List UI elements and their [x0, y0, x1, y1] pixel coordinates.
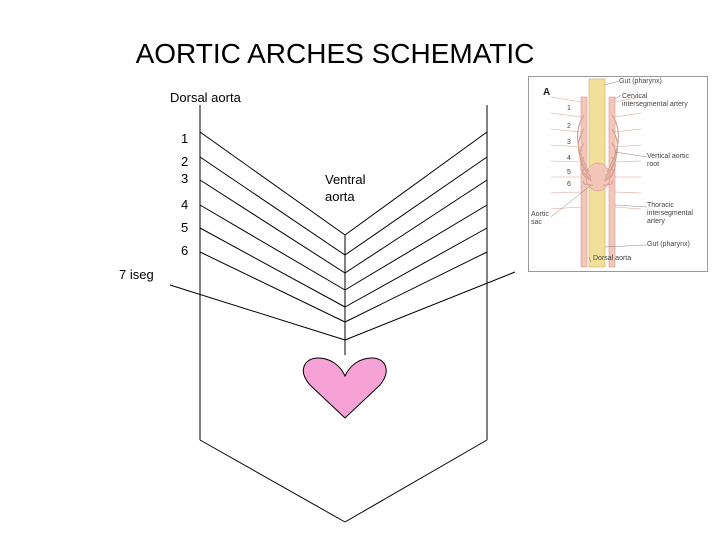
arch-5-label: 5	[181, 220, 189, 235]
aortic-sac	[585, 162, 611, 192]
inset-num-5: 5	[567, 169, 571, 176]
inset-num-4: 4	[567, 155, 571, 162]
arch-1-left	[199, 131, 346, 236]
thoracic-label: Thoracic intersegmental artery	[647, 202, 693, 225]
arch-5-right	[344, 227, 488, 308]
arch-1-label: 1	[181, 131, 189, 146]
arch-4-left	[199, 204, 346, 291]
arch-6-label: 6	[181, 243, 189, 258]
embryo-illustration: A Gut (pharynx) Cervical intersegmental …	[528, 76, 708, 272]
arch-6-right	[344, 251, 488, 323]
arch-3-left	[199, 179, 346, 274]
arch-2-left	[199, 156, 346, 256]
arch-1-right	[344, 131, 488, 236]
inset-num-1: 1	[567, 105, 571, 112]
right-bottom-line	[344, 439, 488, 523]
embryo-drawing	[550, 78, 648, 268]
dorsal-aorta-label: Dorsal aorta	[170, 90, 241, 105]
seg-7-right	[344, 271, 516, 341]
arch-3-label: 3	[181, 171, 189, 186]
gut-pharynx-bottom-label: Gut (pharynx)	[647, 241, 690, 248]
seg-7-label: 7 iseg	[119, 267, 154, 282]
panel-letter: A	[543, 87, 551, 98]
inset-num-2: 2	[567, 123, 571, 130]
inset-num-3: 3	[567, 139, 571, 146]
arch-2-right	[344, 156, 488, 256]
ventral-aorta-label: Ventral aorta	[325, 172, 366, 204]
page-title: AORTIC ARCHES SCHEMATIC	[135, 38, 535, 69]
inset-dorsal-aorta-label: Dorsal aorta	[593, 255, 632, 262]
left-bottom-line	[199, 439, 346, 523]
cervical-label: Cervical intersegmental artery	[622, 93, 688, 108]
aortic-sac-label: Aortic sac	[531, 211, 549, 226]
vertical-root-label: Vertical aortic root	[647, 153, 690, 168]
arch-6-left	[199, 251, 346, 323]
arch-4-label: 4	[181, 197, 189, 212]
arch-4-right	[344, 204, 488, 291]
inset-num-6: 6	[567, 181, 571, 188]
arch-2-label: 2	[181, 154, 189, 169]
gut-pharynx-top-label: Gut (pharynx)	[619, 78, 662, 85]
arch-5-left	[199, 227, 346, 308]
arch-3-right	[344, 179, 488, 274]
seg-7-left	[169, 284, 346, 341]
heart-shape	[302, 357, 387, 419]
